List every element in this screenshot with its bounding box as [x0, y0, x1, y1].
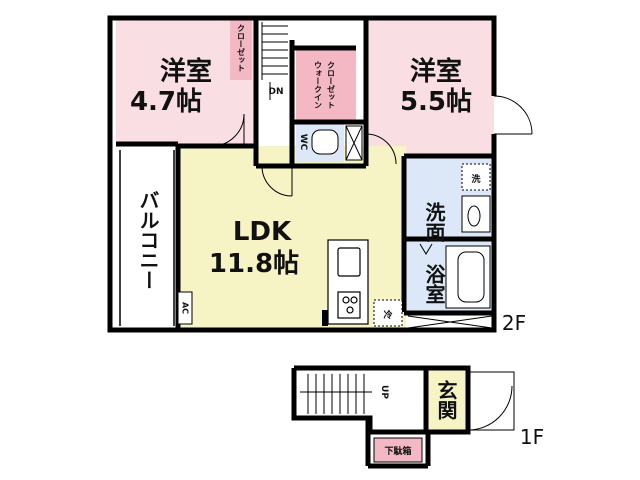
western-left-size: 4.7帖	[130, 87, 202, 117]
ldk-size: 11.8帖	[209, 249, 299, 279]
up-label: UP	[379, 385, 389, 399]
bathtub-icon	[445, 245, 491, 309]
balcony-label: バルコニー	[136, 190, 160, 290]
ac-unit	[177, 291, 193, 325]
lower-floor-walls	[291, 365, 471, 469]
bathroom-label: 浴室	[422, 264, 446, 304]
western-left-name: 洋室	[160, 56, 212, 87]
entrance-area	[426, 370, 466, 432]
kitchen-counter	[327, 239, 369, 325]
balcony-area	[116, 146, 178, 330]
lower-stairs	[300, 374, 372, 414]
upper-floor-walls	[107, 15, 497, 333]
lower-hall-area	[296, 370, 426, 420]
wash-basin-icon	[461, 195, 491, 233]
entrance-door	[467, 371, 515, 431]
walkin-closet-label-1: ウォークイン	[314, 61, 323, 109]
dn-label: DN	[268, 87, 283, 97]
storage-hatch	[407, 315, 493, 329]
entrance-label: 玄関	[434, 379, 458, 421]
floor-1f-label: 1F	[520, 425, 544, 449]
bath-door-mark	[419, 243, 433, 255]
kitchen-wall-block	[322, 310, 328, 326]
toilet-icon	[311, 125, 363, 161]
wc-label: WC	[298, 134, 308, 151]
washer-space	[461, 163, 491, 191]
western-right-name: 洋室	[410, 56, 462, 87]
washroom-label: 洗面	[422, 202, 446, 242]
western-room-right-area	[368, 18, 494, 156]
closet-label: クローゼット	[237, 24, 246, 72]
closet-area	[230, 18, 252, 80]
doors	[211, 95, 533, 197]
shoe-box-label: 下駄箱	[384, 445, 411, 457]
fridge-label: 冷	[383, 309, 392, 321]
floor-2f-label: 2F	[502, 311, 526, 335]
ldk-name: LDK	[233, 217, 292, 247]
walkin-closet-label-2: クローゼット	[327, 61, 336, 109]
western-right-size: 5.5帖	[400, 87, 472, 117]
fridge-space	[373, 299, 403, 327]
shoe-box	[373, 437, 423, 463]
ac-label: AC	[181, 302, 190, 314]
upper-stairs	[261, 22, 288, 100]
walkin-closet-area	[296, 50, 356, 120]
balcony-rail	[119, 150, 175, 326]
washer-label: 洗	[471, 173, 480, 185]
